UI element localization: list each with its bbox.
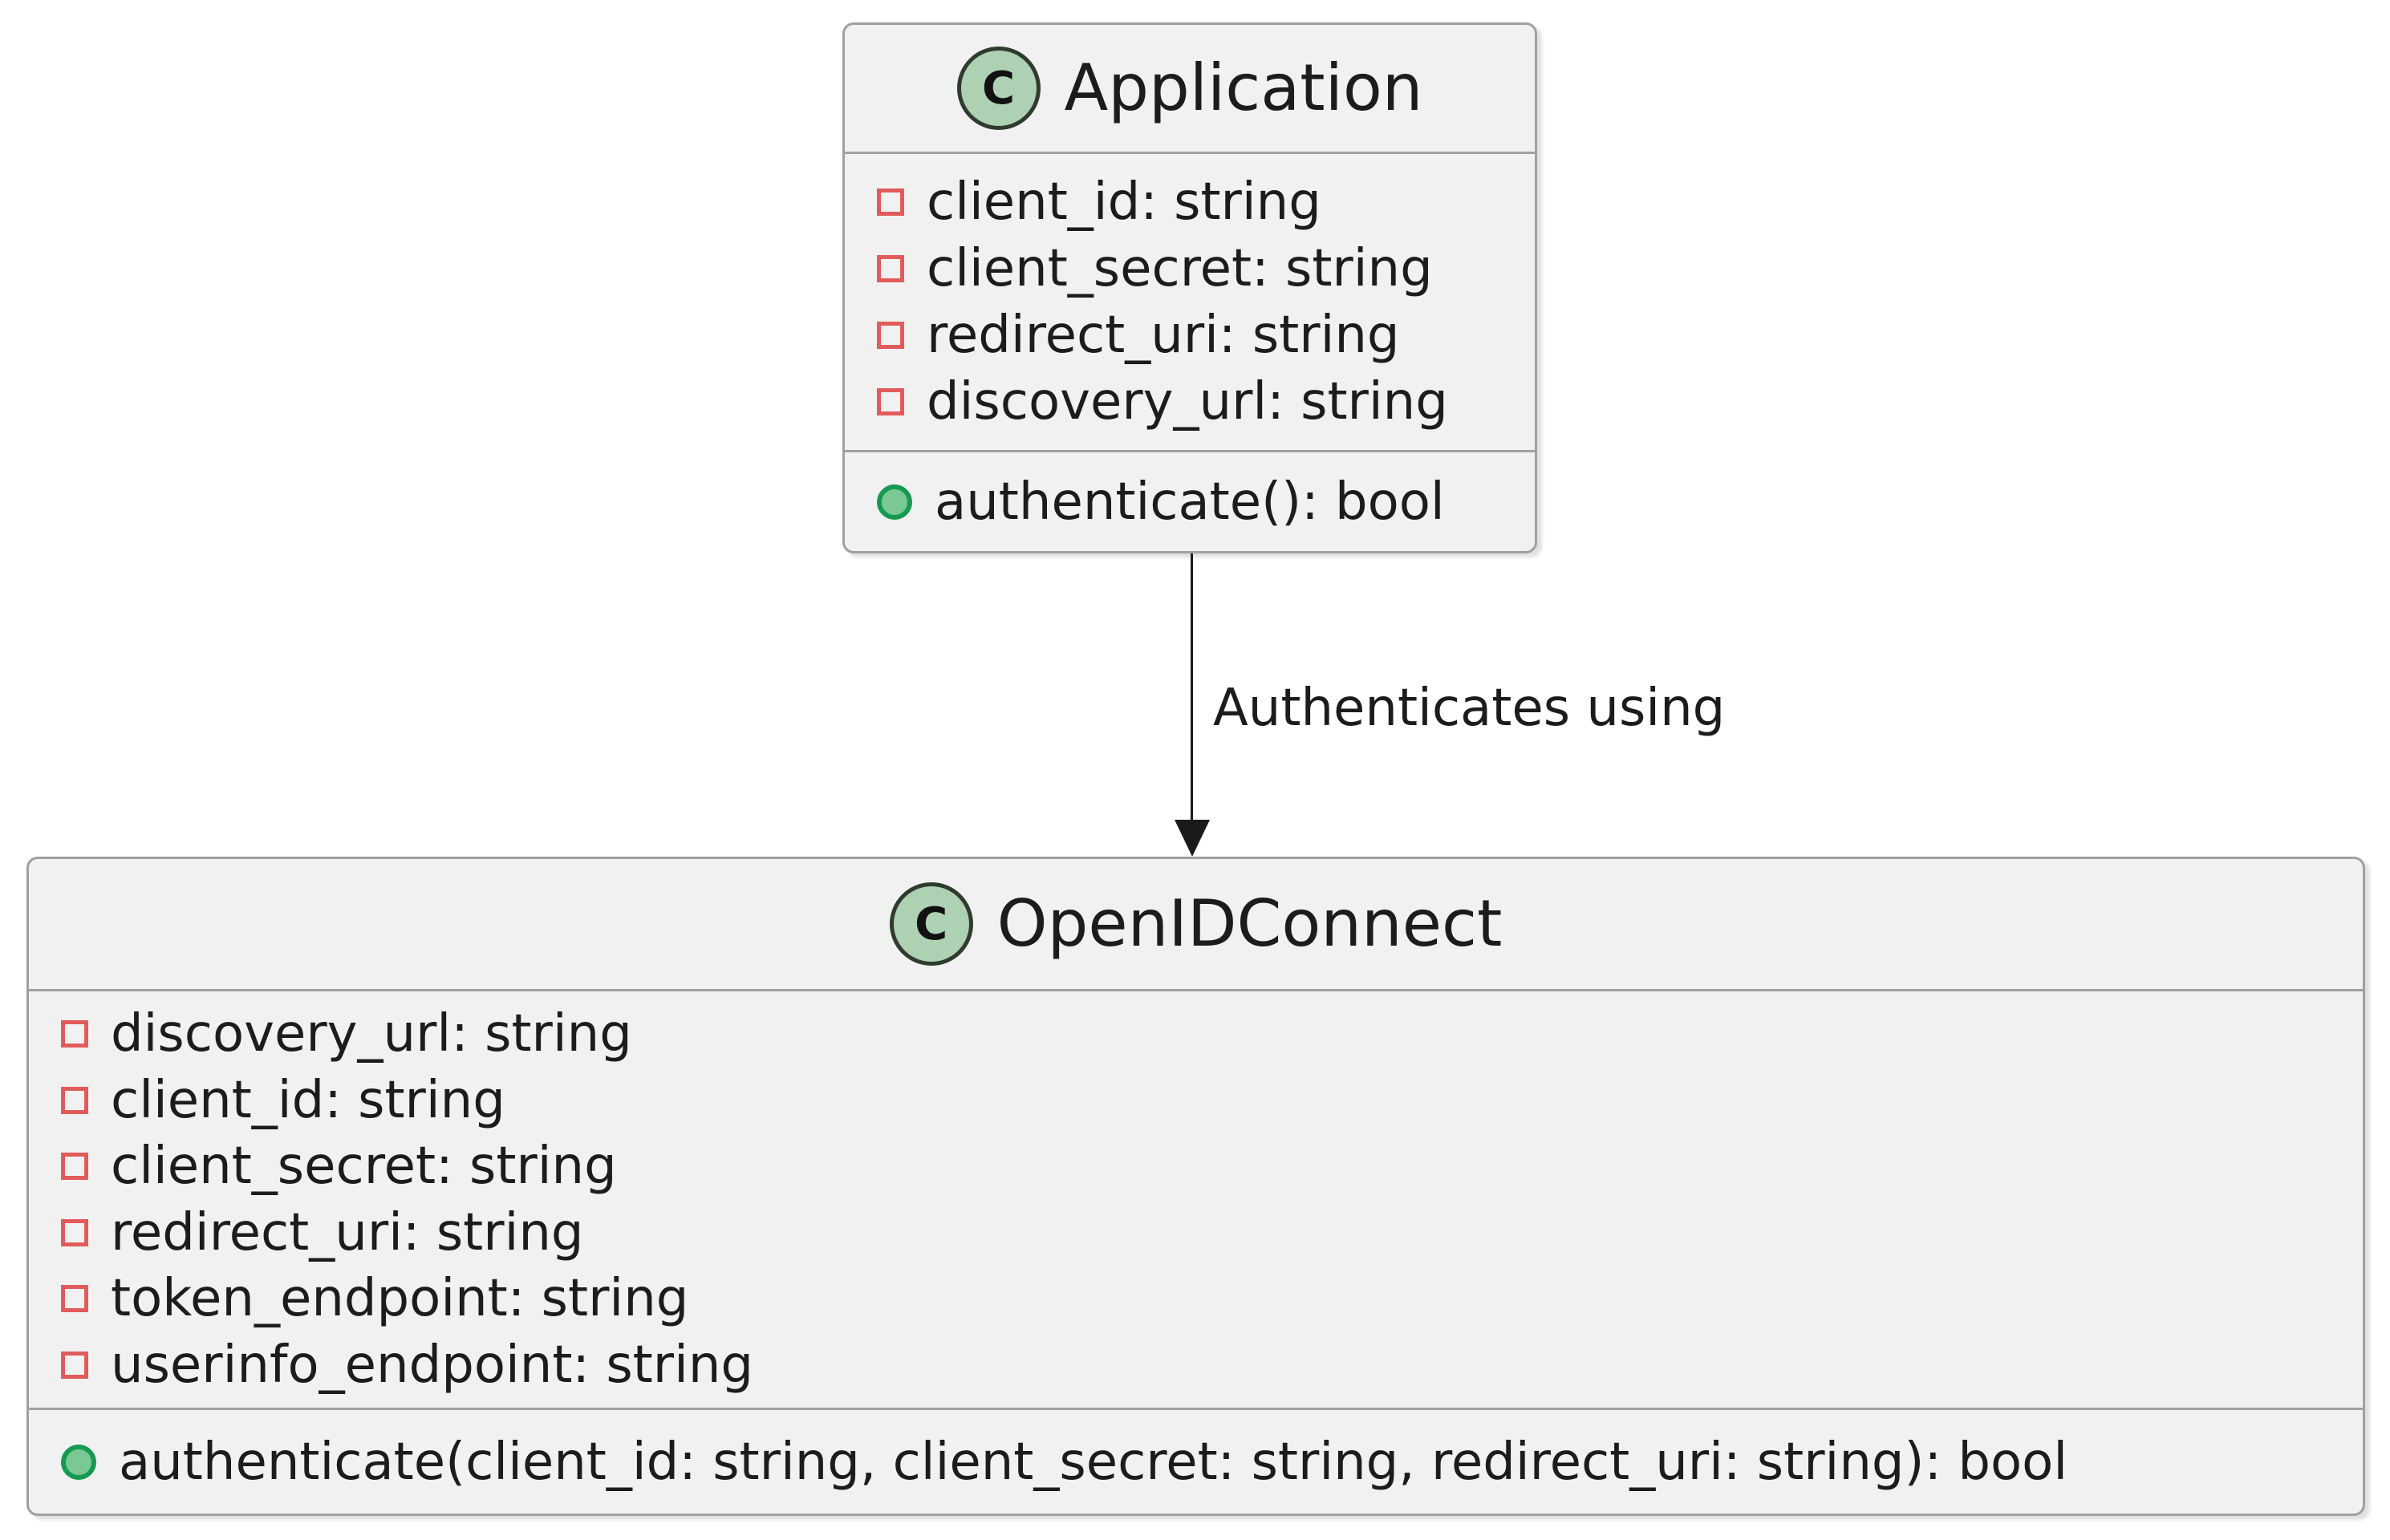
class-header: C Application [845,25,1535,154]
class-name: OpenIDConnect [996,886,1503,961]
private-field-icon [61,1285,88,1313]
attribute-text: redirect_uri: string [111,1202,584,1262]
class-stereotype-icon: C [889,882,973,966]
public-method-icon [877,484,912,520]
public-method-icon [61,1444,96,1480]
attribute-row: redirect_uri: string [845,302,1535,369]
private-field-icon [61,1218,88,1246]
attribute-row: client_secret: string [29,1133,2363,1200]
private-field-icon [61,1153,88,1181]
arrowhead-icon [1175,820,1210,857]
methods-section: authenticate(client_id: string, client_s… [29,1410,2363,1514]
attribute-row: token_endpoint: string [29,1266,2363,1332]
methods-section: authenticate(): bool [845,452,1535,551]
attribute-text: client_secret: string [927,239,1433,298]
attributes-section: client_id: string client_secret: string … [845,154,1535,452]
attribute-row: discovery_url: string [29,1001,2363,1068]
private-field-icon [877,388,904,415]
private-field-icon [877,322,904,349]
private-field-icon [61,1351,88,1379]
method-text: authenticate(): bool [935,472,1445,532]
attribute-text: discovery_url: string [111,1004,632,1064]
attributes-section: discovery_url: string client_id: string … [29,991,2363,1410]
class-box-openidconnect: C OpenIDConnect discovery_url: string cl… [26,857,2365,1516]
private-field-icon [877,255,904,282]
edge-label: Authenticates using [1213,679,1726,738]
attribute-text: discovery_url: string [927,372,1448,432]
attribute-text: redirect_uri: string [927,306,1400,365]
private-field-icon [877,188,904,216]
class-box-application: C Application client_id: string client_s… [842,22,1537,553]
attribute-row: discovery_url: string [845,369,1535,436]
class-header: C OpenIDConnect [29,859,2363,991]
attribute-text: client_secret: string [111,1137,617,1197]
method-text: authenticate(client_id: string, client_s… [119,1432,2068,1492]
association-line [1191,553,1193,821]
attribute-text: client_id: string [111,1070,505,1130]
attribute-text: client_id: string [927,172,1321,232]
private-field-icon [61,1086,88,1114]
attribute-row: client_id: string [29,1068,2363,1134]
attribute-row: redirect_uri: string [29,1200,2363,1266]
method-row: authenticate(client_id: string, client_s… [29,1429,2363,1495]
attribute-text: token_endpoint: string [111,1269,689,1329]
private-field-icon [61,1020,88,1048]
attribute-text: userinfo_endpoint: string [111,1335,754,1395]
class-name: Application [1064,51,1423,125]
class-stereotype-icon: C [956,47,1041,130]
method-row: authenticate(): bool [845,468,1535,535]
attribute-row: client_secret: string [845,236,1535,302]
attribute-row: client_id: string [845,169,1535,236]
attribute-row: userinfo_endpoint: string [29,1332,2363,1399]
